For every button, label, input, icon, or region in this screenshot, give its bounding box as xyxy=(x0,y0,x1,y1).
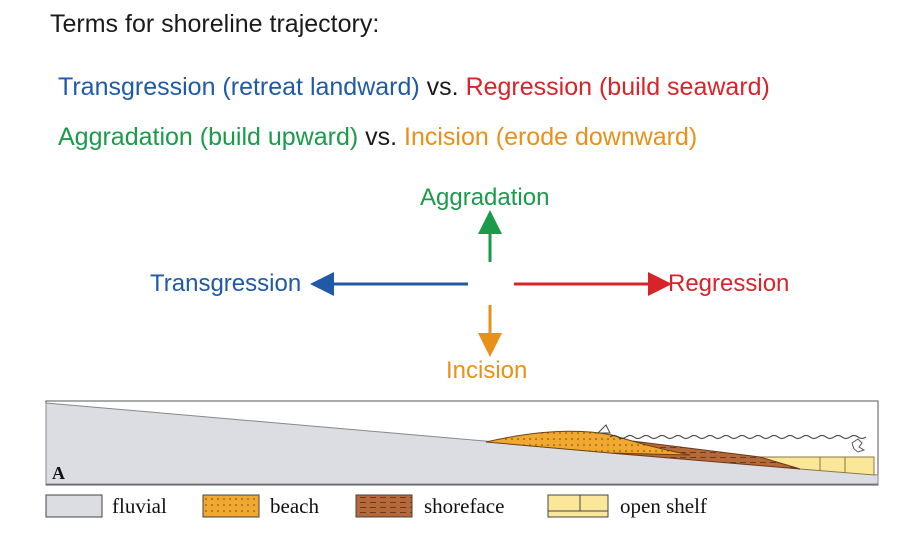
incision-label: Incision xyxy=(446,357,528,384)
vs-separator: vs. xyxy=(358,123,405,151)
fluvial-unit xyxy=(45,402,879,485)
shoreline-cross-section: A fluvial beach shoreface open shelf xyxy=(45,400,879,518)
regression-label: Regression xyxy=(668,270,790,297)
legend-label-fluvial: fluvial xyxy=(112,494,167,518)
fossil-symbol-icon xyxy=(851,438,866,453)
vs-separator: vs. xyxy=(419,73,466,101)
panel-label: A xyxy=(52,463,65,483)
transgression-label: Transgression xyxy=(150,270,302,297)
definition-line-1: Transgression (retreat landward) vs. Reg… xyxy=(58,73,770,102)
legend-swatch-open-shelf xyxy=(547,494,609,518)
legend-label-shoreface: shoreface xyxy=(424,494,504,518)
legend-swatch-fluvial xyxy=(45,494,103,518)
transgression-definition: Transgression (retreat landward) xyxy=(58,73,420,101)
slide-title: Terms for shoreline trajectory: xyxy=(50,10,380,38)
definition-line-2: Aggradation (build upward) vs. Incision … xyxy=(58,123,697,152)
legend-label-open-shelf: open shelf xyxy=(620,494,707,518)
incision-definition: Incision (erode downward) xyxy=(404,123,698,151)
aggradation-definition: Aggradation (build upward) xyxy=(58,123,359,151)
legend-label-beach: beach xyxy=(270,494,319,518)
aggradation-label: Aggradation xyxy=(420,184,550,211)
legend-swatch-beach xyxy=(202,494,260,518)
sea-surface xyxy=(609,435,867,439)
legend-swatch-shoreface xyxy=(355,494,413,518)
beach-unit xyxy=(485,430,691,456)
regression-definition: Regression (build seaward) xyxy=(465,73,770,101)
shoreline-marker-icon xyxy=(596,424,611,434)
